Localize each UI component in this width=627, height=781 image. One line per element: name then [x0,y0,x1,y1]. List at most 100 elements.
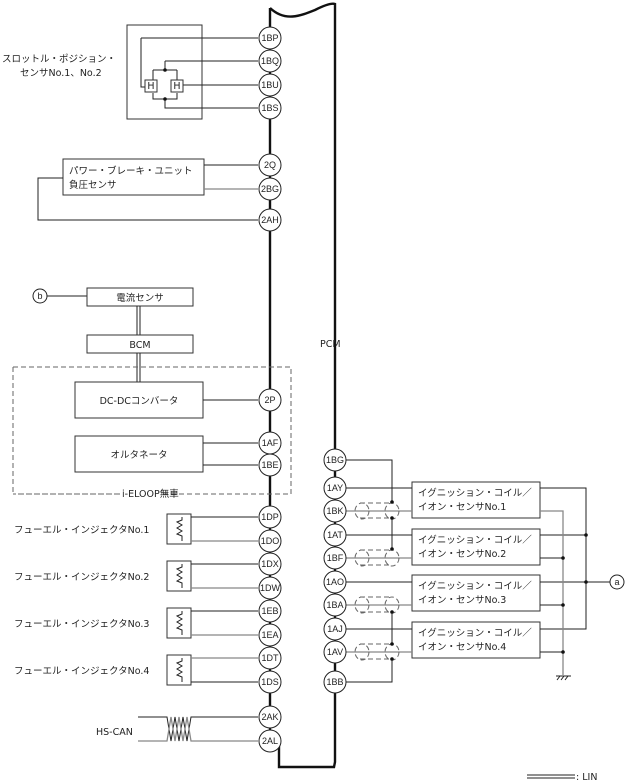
pin-1be: 1BE [258,453,282,477]
svg-text:a: a [614,577,619,587]
pin-2bg: 2BG [258,177,282,201]
pin-label: 1EB [261,606,278,616]
svg-text:DC-DCコンバータ: DC-DCコンバータ [100,396,179,407]
pin-label: 1BB [326,677,343,687]
brake-vacuum-sensor: パワー・ブレーキ・ユニット 負圧センサ [37,158,258,221]
pin-label: 1BU [261,80,279,90]
pin-1bk: 1BK [323,499,347,523]
pin-1bu: 1BU [258,73,282,97]
pin-1ds: 1DS [258,670,282,694]
pin-1bf: 1BF [323,546,347,570]
pcm-label: PCM [320,339,341,350]
ignition-coils: イグニッション・コイル／ イオン・センサNo.1 イグニッション・コイル／ イオ… [345,459,625,683]
svg-text:オルタネータ: オルタネータ [110,450,167,461]
svg-text:i-ELOOP無車: i-ELOOP無車 [122,488,179,500]
pin-1bp: 1BP [258,26,282,50]
coil-1: イグニッション・コイル／ イオン・センサNo.1 [345,481,541,519]
svg-text:フューエル・インジェクタNo.3: フューエル・インジェクタNo.3 [14,619,149,630]
pin-label: 1BF [327,553,344,563]
svg-text:パワー・ブレーキ・ユニット: パワー・ブレーキ・ユニット [69,165,193,177]
pin-label: 1AJ [327,624,343,634]
pcm-outline [269,2,337,769]
pin-1dp: 1DP [258,505,282,529]
svg-text:BCM: BCM [129,340,150,351]
svg-text:H: H [173,81,180,92]
pin-label: 1BG [326,455,344,465]
pin-1dt: 1DT [258,646,282,670]
ground-icon [556,675,571,681]
svg-text:イオン・センサNo.1: イオン・センサNo.1 [418,502,506,513]
connector-a [609,574,625,590]
pin-label: 1AF [262,438,279,448]
pin-label: 2AL [262,736,278,746]
pin-label: 1EA [261,630,278,640]
svg-text:イグニッション・コイル／: イグニッション・コイル／ [418,627,532,639]
pin-1dw: 1DW [258,576,282,600]
svg-text:b: b [37,291,42,301]
svg-text:イオン・センサNo.3: イオン・センサNo.3 [418,595,506,606]
pin-1bs: 1BS [258,96,282,120]
pin-label: 1AY [327,483,343,493]
pin-2q: 2Q [258,153,282,177]
pin-2ak: 2AK [258,705,282,729]
pin-label: 1DS [261,677,279,687]
pcm-pins: 1BP 1BQ 1BU 1BS 2Q 2BG 2AH 2P 1AF 1BE 1DP 1DO 1DX 1DW… [258,26,347,753]
current-sensor-group: b 電流センサ BCM [32,287,194,382]
pin-1ba: 1BA [323,593,347,617]
pin-label: 2AH [261,215,279,225]
pin-1do: 1DO [258,529,282,553]
svg-text:フューエル・インジェクタNo.2: フューエル・インジェクタNo.2 [14,572,149,583]
svg-text:イグニッション・コイル／: イグニッション・コイル／ [418,534,532,546]
svg-text:イグニッション・コイル／: イグニッション・コイル／ [418,487,532,499]
pin-label: 1BP [261,33,278,43]
coil-3: イグニッション・コイル／ イオン・センサNo.3 [345,574,541,612]
throttle-sensor-label: スロットル・ポジション・ [2,54,116,65]
pin-label: 2Q [264,160,276,170]
pin-label: 2AK [261,712,278,722]
pin-1eb: 1EB [258,599,282,623]
pin-1ao: 1AO [323,570,347,594]
coil-2: イグニッション・コイル／ イオン・センサNo.2 [345,528,541,566]
pin-label: 1AO [326,577,344,587]
pin-label: 1DX [261,559,279,569]
pin-1av: 1AV [323,640,347,664]
pin-1bg: 1BG [323,448,347,472]
pin-label: 2P [264,395,275,405]
pin-1at: 1AT [323,523,347,547]
svg-text:HS-CAN: HS-CAN [96,727,133,738]
iloop-group: i-ELOOP無車 DC-DCコンバータ オルタネータ [12,366,292,500]
pin-2al: 2AL [258,729,282,753]
pin-1bb: 1BB [323,670,347,694]
throttle-position-sensor: H H スロットル・ポジション・ センサNo.1、No.2 [2,24,258,120]
legend: : LIN [527,772,597,781]
injector-4: フューエル・インジェクタNo.4 [14,654,258,686]
hall-element-2 [170,79,184,93]
pin-label: 1DP [261,512,279,522]
pin-label: 1BA [326,600,343,610]
pin-label: 1BQ [261,56,279,66]
pin-1bq: 1BQ [258,49,282,73]
svg-text:: LIN: : LIN [576,772,597,781]
svg-text:H: H [147,81,154,92]
alternator-box [74,435,204,473]
injector-1: フューエル・インジェクタNo.1 [14,513,258,545]
svg-text:電流センサ: 電流センサ [116,292,164,304]
pin-1dx: 1DX [258,552,282,576]
pin-label: 1BS [261,103,278,113]
injector-3: フューエル・インジェクタNo.3 [14,607,258,639]
pin-1af: 1AF [258,431,282,455]
svg-text:イオン・センサNo.2: イオン・センサNo.2 [418,549,506,560]
svg-text:フューエル・インジェクタNo.4: フューエル・インジェクタNo.4 [14,666,149,677]
pin-label: 1DT [261,653,279,663]
hs-can: HS-CAN [96,716,258,742]
injector-2: フューエル・インジェクタNo.2 [14,560,258,592]
pin-2p: 2P [258,388,282,412]
pin-1ea: 1EA [258,623,282,647]
hall-element-1 [144,79,158,93]
svg-text:負圧センサ: 負圧センサ [69,179,117,191]
pin-label: 2BG [261,184,279,194]
pin-1ay: 1AY [323,476,347,500]
dcdc-converter-box [74,381,204,419]
pin-label: 1AT [327,530,343,540]
